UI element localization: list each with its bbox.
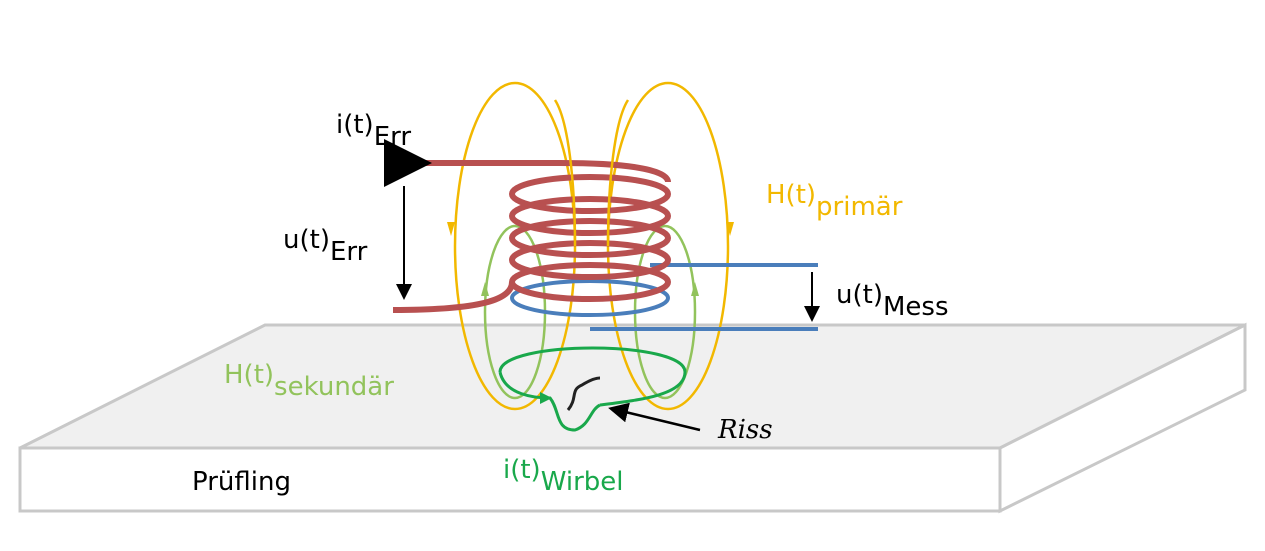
label-h-primaer-sub: primär: [816, 192, 903, 222]
crack: [566, 376, 601, 411]
arrows: [384, 139, 820, 432]
label-i-wirbel-base: i(t): [503, 455, 541, 485]
label-riss: Riss: [717, 415, 773, 445]
label-i-err-sub: Err: [374, 122, 412, 152]
label-u-mess-sub: Mess: [883, 292, 949, 322]
secondary-field: [481, 224, 699, 400]
label-i-wirbel-sub: Wirbel: [541, 467, 624, 497]
label-i-err-base: i(t): [336, 110, 374, 140]
label-i-err: i(t)Err: [336, 110, 411, 152]
label-u-err: u(t)Err: [283, 225, 368, 267]
specimen-side-face: [998, 322, 1247, 514]
specimen: [18, 322, 1247, 514]
label-u-err-sub: Err: [330, 237, 368, 267]
label-u-err-base: u(t): [283, 225, 330, 255]
primary-field-front: [553, 99, 630, 247]
label-h-primaer: H(t)primär: [766, 180, 903, 222]
label-i-wirbel: i(t)Wirbel: [503, 455, 624, 497]
label-u-mess: u(t)Mess: [836, 280, 949, 322]
label-h-sekundaer-base: H(t): [224, 360, 274, 390]
eddy-current: [498, 346, 687, 432]
measurement-coil: [510, 263, 818, 331]
riss-arrow: [608, 402, 701, 432]
label-pruefling: Prüfling: [192, 467, 291, 497]
label-h-sekundaer-sub: sekundär: [274, 372, 394, 402]
label-h-sekundaer: H(t)sekundär: [224, 360, 394, 402]
label-h-primaer-base: H(t): [766, 180, 816, 210]
label-u-mess-base: u(t): [836, 280, 883, 310]
excitation-coil: [392, 160, 671, 313]
